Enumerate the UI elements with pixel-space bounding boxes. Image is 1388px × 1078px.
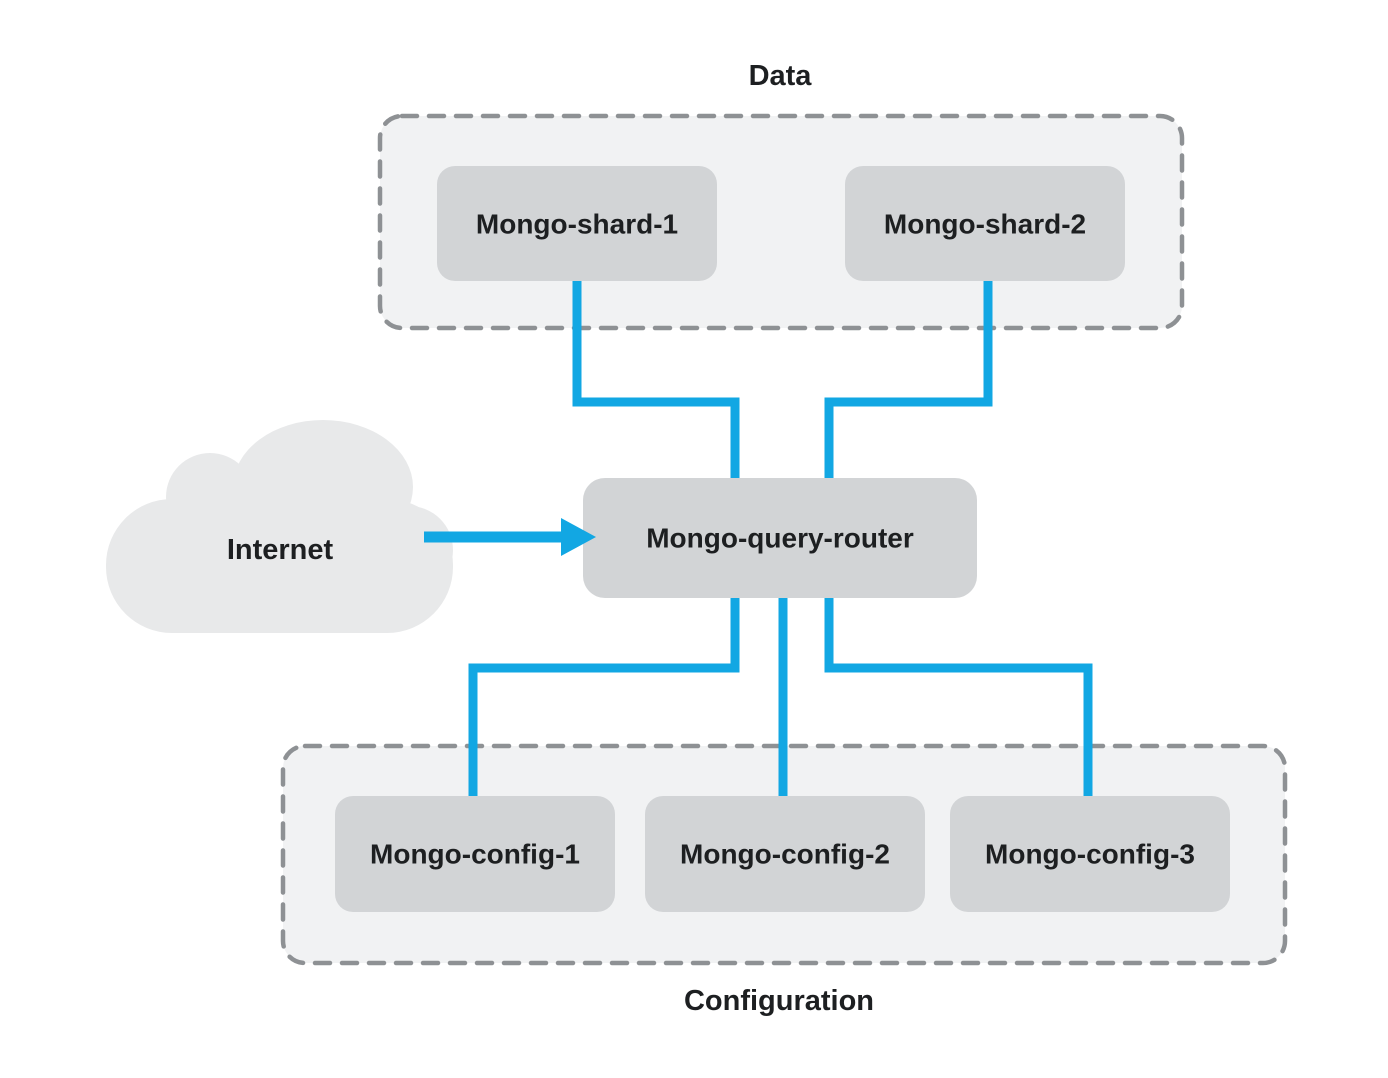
node-mongo-shard-1-box xyxy=(437,166,717,281)
edge-internet-to-router xyxy=(424,518,596,556)
node-mongo-config-3-box xyxy=(950,796,1230,912)
edge-shard2-to-router xyxy=(824,276,993,484)
node-mongo-query-router-box xyxy=(583,478,977,598)
node-mongo-config-2-label: Mongo-config-2 xyxy=(680,839,890,870)
edge-router-to-config3 xyxy=(824,592,1093,802)
node-mongo-config-2: Mongo-config-2 xyxy=(645,796,925,912)
data-group-label: Data xyxy=(749,60,813,92)
node-mongo-shard-2-label: Mongo-shard-2 xyxy=(884,209,1086,240)
node-mongo-query-router-label: Mongo-query-router xyxy=(646,523,914,554)
node-mongo-config-3-label: Mongo-config-3 xyxy=(985,839,1195,870)
node-mongo-config-2-box xyxy=(645,796,925,912)
node-mongo-shard-2: Mongo-shard-2 xyxy=(845,166,1125,281)
edge-router-to-config1 xyxy=(468,592,740,802)
edge-shard1-to-router xyxy=(572,276,740,484)
node-mongo-config-3: Mongo-config-3 xyxy=(950,796,1230,912)
node-mongo-query-router: Mongo-query-router xyxy=(583,478,977,598)
node-mongo-config-1-label: Mongo-config-1 xyxy=(370,839,580,870)
arrow-head-icon xyxy=(561,518,596,556)
node-mongo-shard-1-label: Mongo-shard-1 xyxy=(476,209,678,240)
configuration-group-label: Configuration xyxy=(684,985,874,1017)
node-mongo-config-1-box xyxy=(335,796,615,912)
node-mongo-shard-2-box xyxy=(845,166,1125,281)
node-mongo-config-1: Mongo-config-1 xyxy=(335,796,615,912)
internet-label: Internet xyxy=(227,534,334,566)
internet-cloud-icon: Internet xyxy=(106,420,453,633)
cloud-base xyxy=(106,499,453,633)
node-mongo-shard-1: Mongo-shard-1 xyxy=(437,166,717,281)
